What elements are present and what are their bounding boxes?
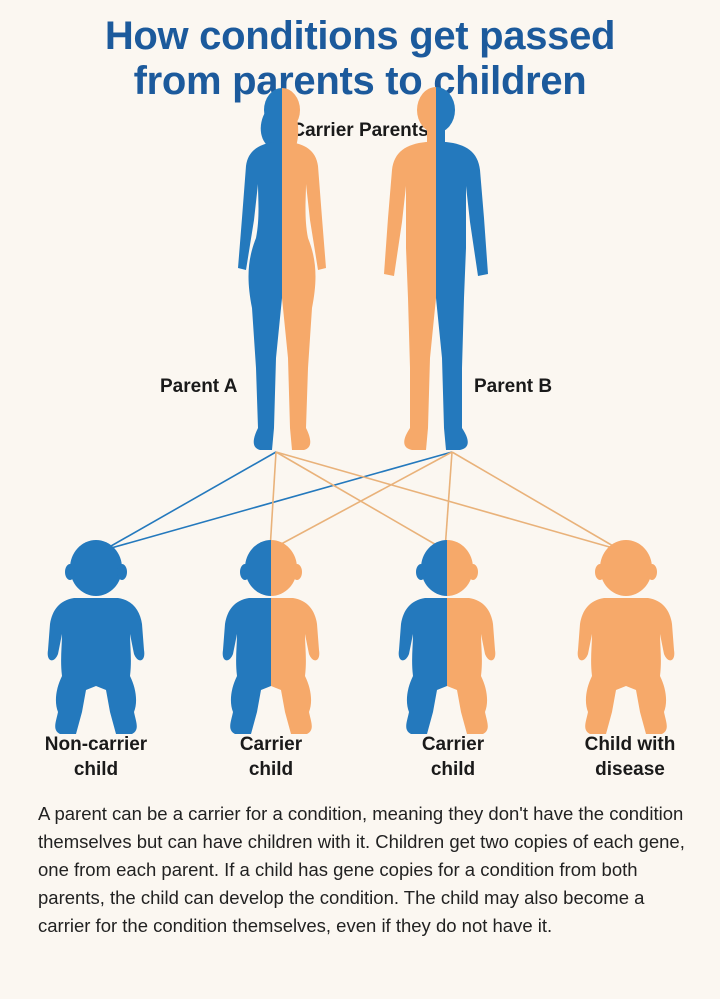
child-label-2: Carrier child — [201, 732, 341, 782]
child-label-1-line2: child — [73, 759, 119, 780]
line-b-to-child4 — [451, 451, 621, 551]
child-label-4-line2: disease — [595, 759, 665, 780]
line-a-to-child3 — [275, 451, 446, 551]
child-with-disease-figure — [577, 540, 675, 734]
line-a-to-child1 — [103, 451, 277, 551]
inheritance-lines — [103, 451, 621, 551]
child-label-3: Carrier child — [383, 732, 523, 782]
title-line-2: from parents to children — [133, 59, 587, 103]
child-label-2-line2: child — [248, 759, 294, 780]
child-label-2-line1: Carrier — [239, 734, 303, 755]
line-b-to-child1 — [103, 451, 453, 551]
child-label-4-line1: Child with — [584, 734, 676, 755]
parent-b-label: Parent B — [474, 376, 553, 397]
carrier-parents-label: Carrier Parents — [291, 120, 429, 141]
child-carrier-figure-1 — [222, 540, 320, 734]
child-label-1: Non-carrier child — [26, 732, 166, 782]
child-non-carrier-figure — [47, 540, 145, 734]
page-title: How conditions get passed from parents t… — [0, 14, 720, 104]
child-label-3-line2: child — [430, 759, 476, 780]
child-label-3-line1: Carrier — [421, 734, 485, 755]
parent-a-figure — [238, 88, 326, 450]
title-line-1: How conditions get passed — [104, 14, 616, 58]
child-carrier-figure-2 — [398, 540, 496, 734]
line-a-to-child4 — [275, 451, 621, 551]
line-a-to-child2 — [269, 451, 277, 551]
description-paragraph: A parent can be a carrier for a conditio… — [38, 803, 685, 936]
child-label-1-line1: Non-carrier — [44, 734, 148, 755]
parent-a-label: Parent A — [160, 376, 238, 397]
parent-b-figure — [384, 87, 488, 450]
child-label-4: Child with disease — [560, 732, 700, 782]
